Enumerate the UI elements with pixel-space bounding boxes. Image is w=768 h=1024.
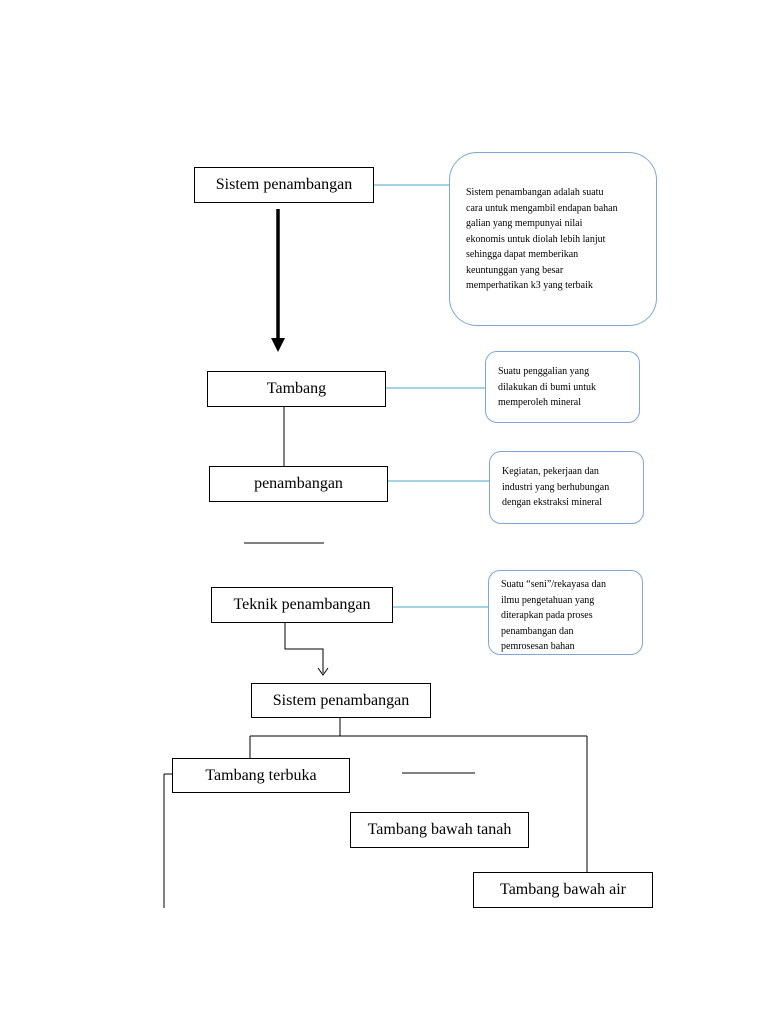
note-line: galian yang mempunyai nilai	[466, 218, 583, 229]
note-penambangan: Kegiatan, pekerjaan dan industri yang be…	[489, 451, 644, 524]
node-tambang-bawah-air: Tambang bawah air	[473, 872, 653, 908]
note-line: memperhatikan k3 yang terbaik	[466, 280, 593, 291]
note-line: keuntunggan yang besar	[466, 264, 564, 276]
note-line: industri yang berhubungan	[502, 481, 610, 493]
note-line: dilakukan di bumi untuk	[498, 381, 597, 393]
note-line: ekonomis untuk diolah lebih lanjut	[466, 233, 606, 245]
note-line: Suatu “seni”/rekayasa dan	[501, 579, 606, 590]
node-penambangan: penambangan	[209, 466, 388, 502]
node-teknik-penambangan: Teknik penambangan	[211, 587, 393, 623]
note-line: penambangan dan	[501, 625, 574, 637]
node-tambang-terbuka: Tambang terbuka	[172, 758, 350, 793]
note-line: Sistem penambangan adalah suatu	[466, 187, 604, 198]
node-tambang-bawah-tanah: Tambang bawah tanah	[350, 812, 529, 848]
note-line: memperoleh mineral	[498, 397, 582, 408]
note-line: pemrosesan bahan	[501, 641, 575, 652]
note-line: Kegiatan, pekerjaan dan	[502, 466, 599, 477]
note-sistem-penambangan: Sistem penambangan adalah suatu cara unt…	[449, 152, 657, 326]
note-line: ilmu pengetahuan yang	[501, 594, 595, 606]
note-teknik-penambangan: Suatu “seni”/rekayasa dan ilmu pengetahu…	[488, 570, 643, 655]
note-line: cara untuk mengambil endapan bahan	[466, 202, 618, 214]
node-sistem-penambangan-top: Sistem penambangan	[194, 167, 374, 203]
connector-teknik-sistem-head	[317, 667, 329, 676]
thick-arrow-head	[271, 338, 285, 352]
note-tambang: Suatu penggalian yang dilakukan di bumi …	[485, 351, 640, 423]
note-line: dengan ekstraksi mineral	[502, 497, 602, 508]
connector-teknik-sistem	[284, 623, 324, 673]
node-sistem-penambangan-mid: Sistem penambangan	[251, 683, 431, 718]
node-tambang: Tambang	[207, 371, 386, 407]
note-line: Suatu penggalian yang	[498, 366, 590, 377]
note-line: diterapkan pada proses	[501, 610, 593, 621]
note-line: sehingga dapat memberikan	[466, 249, 579, 260]
